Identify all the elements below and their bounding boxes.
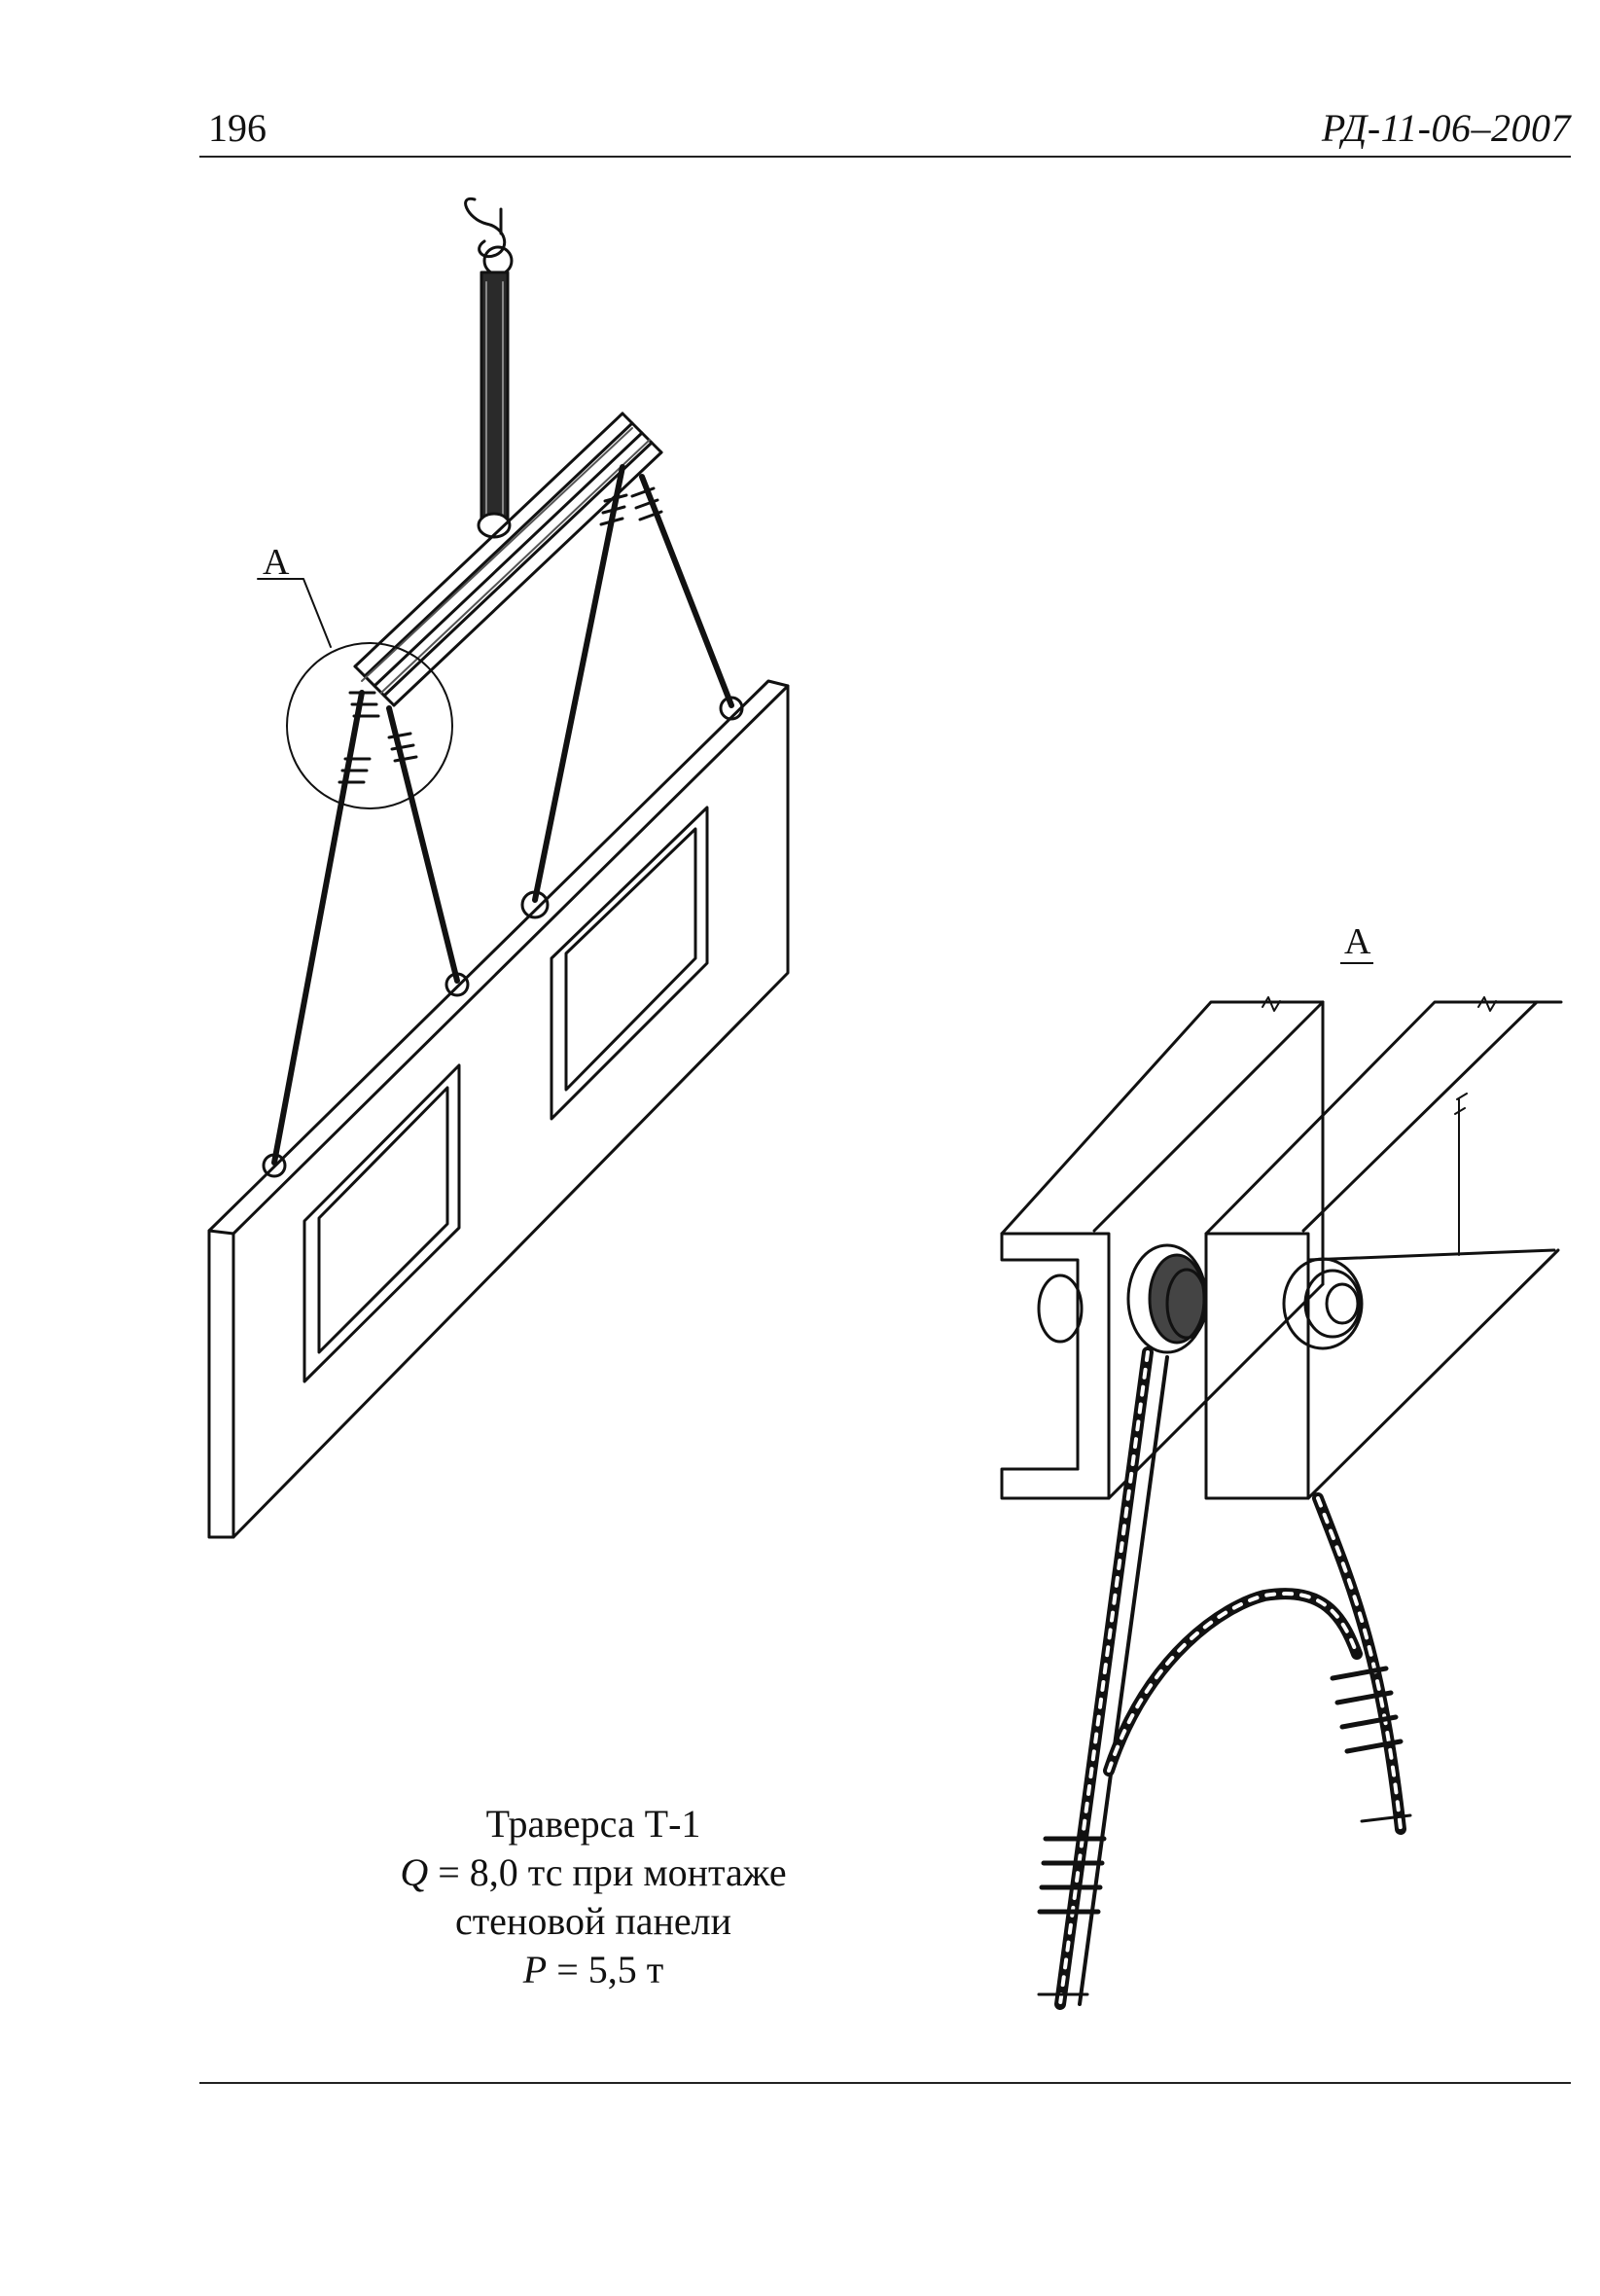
detail-channel-left — [1000, 996, 1325, 1500]
page-number: 196 — [208, 106, 267, 150]
crane-hook — [464, 197, 514, 276]
callout-label-detail: А — [1344, 921, 1371, 962]
caption-load-text: = 8,0 тс при монтаже — [428, 1850, 787, 1894]
callout-label-main: А — [263, 542, 290, 583]
window-openings — [302, 806, 709, 1383]
wall-panel — [207, 679, 790, 1539]
header-rule — [199, 156, 1571, 158]
caption-weight-symbol: P — [522, 1948, 548, 1991]
traverse-beam — [353, 412, 663, 707]
caption-load-symbol: Q — [400, 1850, 429, 1894]
caption-weight: P = 5,5 т — [292, 1946, 895, 1994]
document-code: РД-11-06–2007 — [1321, 106, 1571, 150]
detail-rope — [1054, 1346, 1406, 2010]
detail-rope-clamps — [1037, 1666, 1412, 1996]
caption-line3: стеновой панели — [454, 1899, 732, 1943]
footer-rule — [199, 2082, 1571, 2084]
detail-pulley — [1126, 1243, 1208, 1354]
caption-load: Q = 8,0 тс при монтаже — [292, 1848, 895, 1897]
sling-ropes — [271, 464, 734, 1166]
caption-weight-text: = 5,5 т — [547, 1948, 664, 1991]
detail-channel-right — [1204, 996, 1563, 1500]
lifting-eyes — [262, 696, 744, 1178]
detail-callout — [257, 578, 453, 809]
figure-caption: Траверса Т-1 Q = 8,0 тс при монтаже стен… — [292, 1800, 895, 1994]
rope-clips — [338, 486, 663, 784]
detail-axle-nut — [1037, 1257, 1364, 1350]
suspension-rod — [477, 270, 512, 539]
caption-title: Траверса Т-1 — [485, 1802, 701, 1846]
